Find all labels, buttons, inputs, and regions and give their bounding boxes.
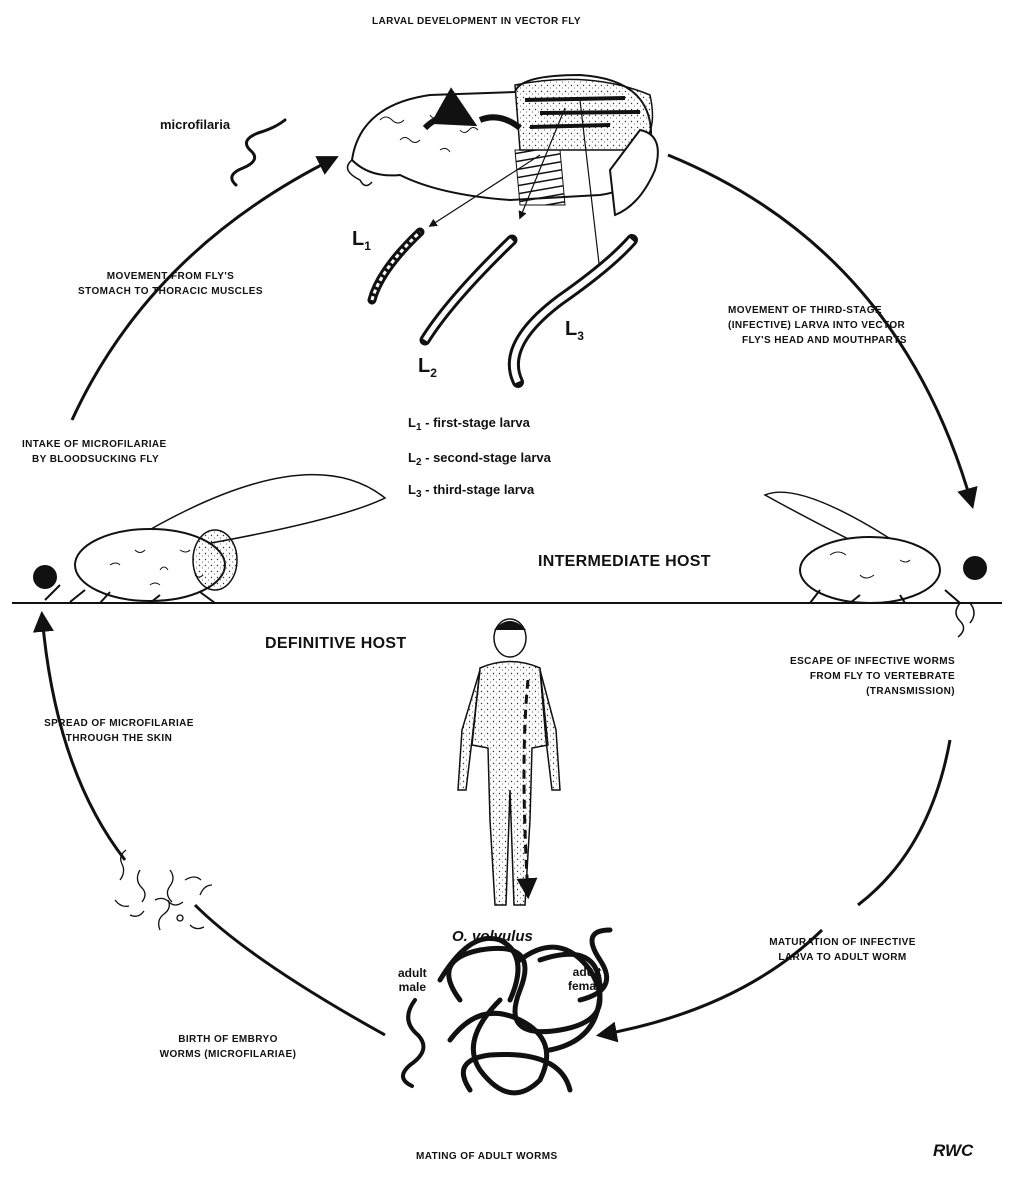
adult-female-label: adult female — [568, 965, 606, 993]
spread-line-2: THROUGH THE SKIN — [24, 731, 214, 746]
stage-l2-letter: L — [418, 355, 430, 377]
escape-line-2: FROM FLY TO VERTEBRATE — [790, 669, 955, 684]
mating-label: MATING OF ADULT WORMS — [416, 1149, 558, 1164]
credit-label: RWC — [933, 1141, 973, 1161]
movement-third-stage-line-2: (INFECTIVE) LARVA INTO VECTOR — [728, 318, 968, 333]
birth-label: BIRTH OF EMBRYO WORMS (MICROFILARIAE) — [128, 1032, 328, 1062]
adult-male-worm — [403, 1000, 423, 1086]
stage-label-l3: L3 — [565, 318, 584, 343]
fly-cross-section — [348, 75, 658, 215]
definitive-host-label: DEFINITIVE HOST — [265, 635, 406, 653]
stage-l1-letter: L — [352, 228, 364, 250]
legend-l3-letter: L — [408, 482, 416, 497]
microfilaria-worm — [232, 120, 285, 185]
adult-male-label: adult male — [398, 966, 427, 994]
intake-label: INTAKE OF MICROFILARIAE BY BLOODSUCKING … — [22, 437, 167, 467]
microfilariae-cluster — [115, 850, 212, 930]
escape-line-1: ESCAPE OF INFECTIVE WORMS — [790, 654, 955, 669]
legend-row-l3: L3 - third-stage larva — [408, 482, 534, 497]
legend-l2-sub: 2 — [416, 457, 422, 468]
movement-third-stage-label: MOVEMENT OF THIRD-STAGE (INFECTIVE) LARV… — [728, 303, 968, 348]
adult-female-line-1: adult — [568, 965, 606, 979]
legend-row-l2: L2 - second-stage larva — [408, 450, 551, 465]
microfilaria-label: microfilaria — [160, 117, 230, 132]
legend-l2-letter: L — [408, 450, 416, 465]
cycle-arc-right — [858, 740, 950, 905]
stage-l2-sub: 2 — [430, 366, 437, 380]
maturation-line-2: LARVA TO ADULT WORM — [735, 950, 950, 965]
legend-l1-sub: 1 — [416, 422, 422, 433]
escape-label: ESCAPE OF INFECTIVE WORMS FROM FLY TO VE… — [790, 654, 955, 699]
spread-line-1: SPREAD OF MICROFILARIAE — [24, 716, 214, 731]
adult-male-line-2: male — [398, 980, 427, 994]
legend-l3-sub: 3 — [416, 489, 422, 500]
maturation-label: MATURATION OF INFECTIVE LARVA TO ADULT W… — [735, 935, 950, 965]
human-figure — [458, 619, 560, 905]
stage-label-l2: L2 — [418, 355, 437, 380]
stage-l3-letter: L — [565, 318, 577, 340]
intermediate-host-label: INTERMEDIATE HOST — [538, 553, 711, 571]
legend-l1-letter: L — [408, 415, 416, 430]
adult-worms-tangle — [440, 930, 610, 1093]
cycle-arc-bottom-left — [195, 905, 385, 1035]
intake-line-2: BY BLOODSUCKING FLY — [22, 452, 167, 467]
maturation-line-1: MATURATION OF INFECTIVE — [735, 935, 950, 950]
movement-third-stage-line-3: FLY'S HEAD AND MOUTHPARTS — [728, 333, 968, 348]
stage-l1-sub: 1 — [364, 239, 371, 253]
intake-line-1: INTAKE OF MICROFILARIAE — [22, 437, 167, 452]
movement-stomach-line-1: MOVEMENT FROM FLY'S — [58, 269, 283, 284]
larval-development-label: LARVAL DEVELOPMENT IN VECTOR FLY — [372, 14, 581, 29]
fly-right — [765, 492, 987, 637]
larva-l3-inner — [514, 240, 632, 382]
stage-label-l1: L1 — [352, 228, 371, 253]
birth-line-1: BIRTH OF EMBRYO — [128, 1032, 328, 1047]
escape-line-3: (TRANSMISSION) — [790, 684, 955, 699]
movement-stomach-label: MOVEMENT FROM FLY'S STOMACH TO THORACIC … — [58, 269, 283, 299]
legend-l3-text: - third-stage larva — [422, 482, 535, 497]
larva-l1 — [372, 232, 420, 300]
legend-l2-text: - second-stage larva — [422, 450, 551, 465]
birth-line-2: WORMS (MICROFILARIAE) — [128, 1047, 328, 1062]
stage-l3-sub: 3 — [577, 329, 584, 343]
species-label: O. volvulus — [452, 928, 533, 945]
movement-third-stage-line-1: MOVEMENT OF THIRD-STAGE — [728, 303, 968, 318]
adult-female-line-2: female — [568, 979, 606, 993]
spread-label: SPREAD OF MICROFILARIAE THROUGH THE SKIN — [24, 716, 214, 746]
adult-male-line-1: adult — [398, 966, 427, 980]
fly-left — [33, 475, 385, 603]
movement-stomach-line-2: STOMACH TO THORACIC MUSCLES — [58, 284, 283, 299]
legend-row-l1: L1 - first-stage larva — [408, 415, 530, 430]
legend-l1-text: - first-stage larva — [422, 415, 530, 430]
